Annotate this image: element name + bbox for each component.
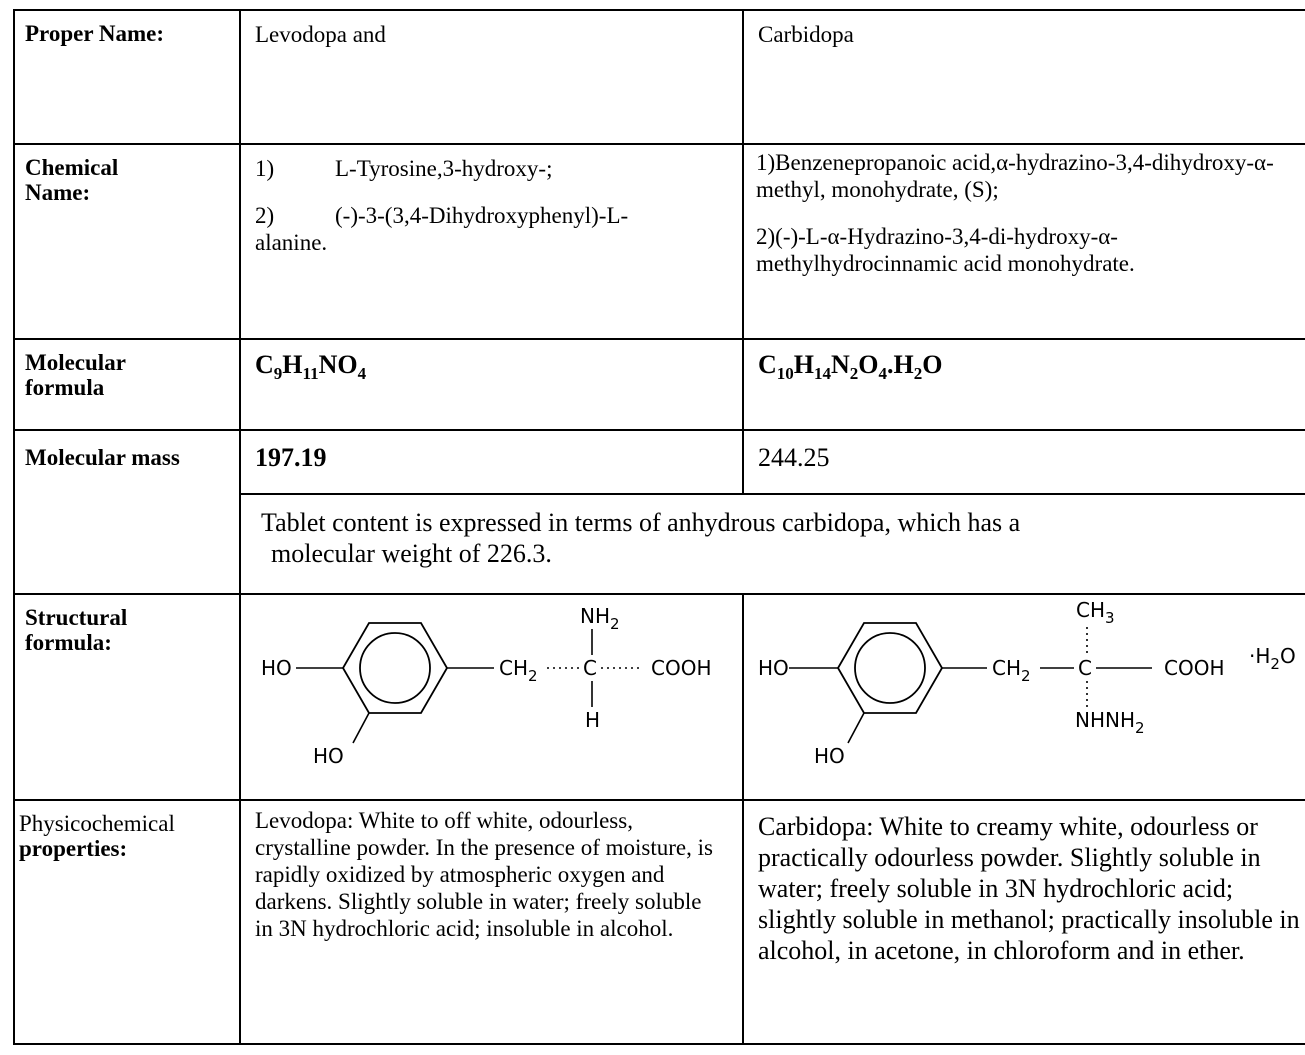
label-proper-name: Proper Name: [13, 9, 241, 145]
carbidopa-proper-name: Carbidopa [742, 9, 1305, 145]
levodopa-physicochemical: Levodopa: White to off white, odourless,… [239, 799, 744, 1045]
levodopa-cooh: COOH [651, 656, 712, 680]
carbidopa-nhnh2: NHNH2 [1075, 708, 1145, 737]
row-structural-formula: Structural formula: HO HO CH2 C [13, 593, 1305, 801]
label-chemical-line1: Chemical [25, 155, 119, 180]
levodopa-ch2: CH2 [499, 656, 538, 685]
levodopa-chemical-name: 1)L-Tyrosine,3-hydroxy-; 2)(-)-3-(3,4-Di… [239, 143, 744, 340]
label-physicochemical: Physicochemical properties: [13, 799, 241, 1045]
carbidopa-chemical-name: 1)Benzenepropanoic acid,α-hydrazino-3,4-… [742, 143, 1305, 340]
carbidopa-molecular-mass: 244.25 [742, 429, 1305, 495]
molecular-weight-note: Tablet content is expressed in terms of … [239, 493, 1305, 595]
levodopa-h: H [585, 708, 600, 732]
levodopa-proper-name: Levodopa and [239, 9, 744, 145]
row-molecular-formula: Molecular formula C9H11NO4 C10H14N2O4.H2… [13, 338, 1305, 431]
levodopa-chem-item-1: 1)L-Tyrosine,3-hydroxy-; [255, 156, 553, 181]
row-chemical-name: Chemical Name: 1)L-Tyrosine,3-hydroxy-; … [13, 143, 1305, 340]
levodopa-nh2: NH2 [580, 604, 620, 633]
aromatic-circle-icon [359, 632, 431, 704]
row-molecular-mass-note: Tablet content is expressed in terms of … [14, 493, 1305, 595]
levodopa-alpha-carbon: C [583, 656, 597, 680]
carbidopa-chem-item-1: 1)Benzenepropanoic acid,α-hydrazino-3,4-… [756, 150, 1274, 202]
label-molecular-mass: Molecular mass [13, 429, 241, 595]
levodopa-ho-lower: HO [313, 744, 344, 768]
levodopa-chem-item-2: 2)(-)-3-(3,4-Dihydroxyphenyl)-L- alanine… [255, 203, 629, 255]
carbidopa-molecular-formula: C10H14N2O4.H2O [742, 338, 1305, 431]
benzene-ring-icon [836, 622, 944, 714]
label-chemical-name: Chemical Name: [13, 143, 241, 340]
levodopa-ho-upper: HO [261, 656, 292, 680]
carbidopa-ho-upper: HO [758, 656, 789, 680]
row-proper-name: Proper Name: Levodopa and Carbidopa [13, 9, 1305, 145]
levodopa-structure-diagram: HO HO CH2 C COOH NH2 H [261, 604, 712, 768]
monograph-table: Proper Name: Levodopa and Carbidopa Chem… [13, 9, 1305, 1045]
carbidopa-structure-diagram: HO HO CH2 C COOH ·H2O CH3 NHNH2 [758, 598, 1296, 768]
carbidopa-structure: HO HO CH2 C COOH ·H2O CH3 NHNH2 [742, 593, 1305, 801]
label-chemical-line2: Name: [25, 180, 91, 205]
carbidopa-water: ·H2O [1249, 644, 1296, 673]
carbidopa-physicochemical: Carbidopa: White to creamy white, odourl… [742, 799, 1305, 1045]
label-molecular-formula: Molecular formula [13, 338, 241, 431]
carbidopa-ch2: CH2 [992, 656, 1031, 685]
label-structural-formula: Structural formula: [13, 593, 241, 801]
levodopa-molecular-mass: 197.19 [239, 429, 744, 495]
carbidopa-chem-item-2: 2)(-)-L-α-Hydrazino-3,4-di-hydroxy-α-met… [756, 224, 1135, 276]
carbidopa-cooh: COOH [1164, 656, 1225, 680]
carbidopa-ch3: CH3 [1076, 598, 1115, 627]
levodopa-molecular-formula: C9H11NO4 [239, 338, 744, 431]
row-physicochemical: Physicochemical properties: Levodopa: Wh… [13, 799, 1305, 1045]
row-molecular-mass: Molecular mass 197.19 244.25 [13, 429, 1305, 595]
aromatic-circle-icon [854, 632, 926, 704]
benzene-ring-icon [341, 622, 449, 714]
levodopa-structure: HO HO CH2 C COOH NH2 H [239, 593, 744, 801]
carbidopa-alpha-carbon: C [1078, 656, 1092, 680]
carbidopa-ho-lower: HO [814, 744, 845, 768]
